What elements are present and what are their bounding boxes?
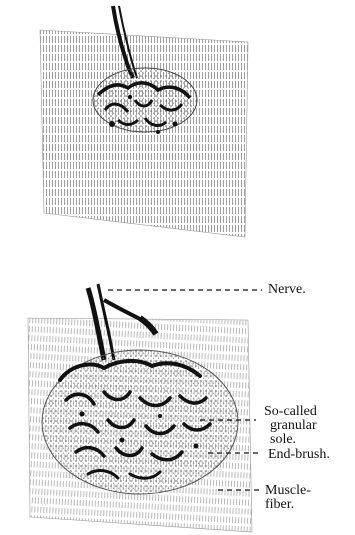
label-granular-sole-line3: sole. bbox=[270, 432, 296, 447]
label-muscle-fiber-line1: Muscle- bbox=[265, 483, 311, 498]
label-granular-sole-line1: So-called bbox=[264, 404, 317, 419]
label-muscle-fiber-line2: fiber. bbox=[265, 497, 294, 512]
label-granular-sole-line2: granular bbox=[270, 418, 317, 433]
label-end-brush: End-brush. bbox=[268, 447, 330, 462]
upper-muscle-fiber bbox=[40, 30, 248, 237]
label-nerve: Nerve. bbox=[268, 282, 306, 297]
